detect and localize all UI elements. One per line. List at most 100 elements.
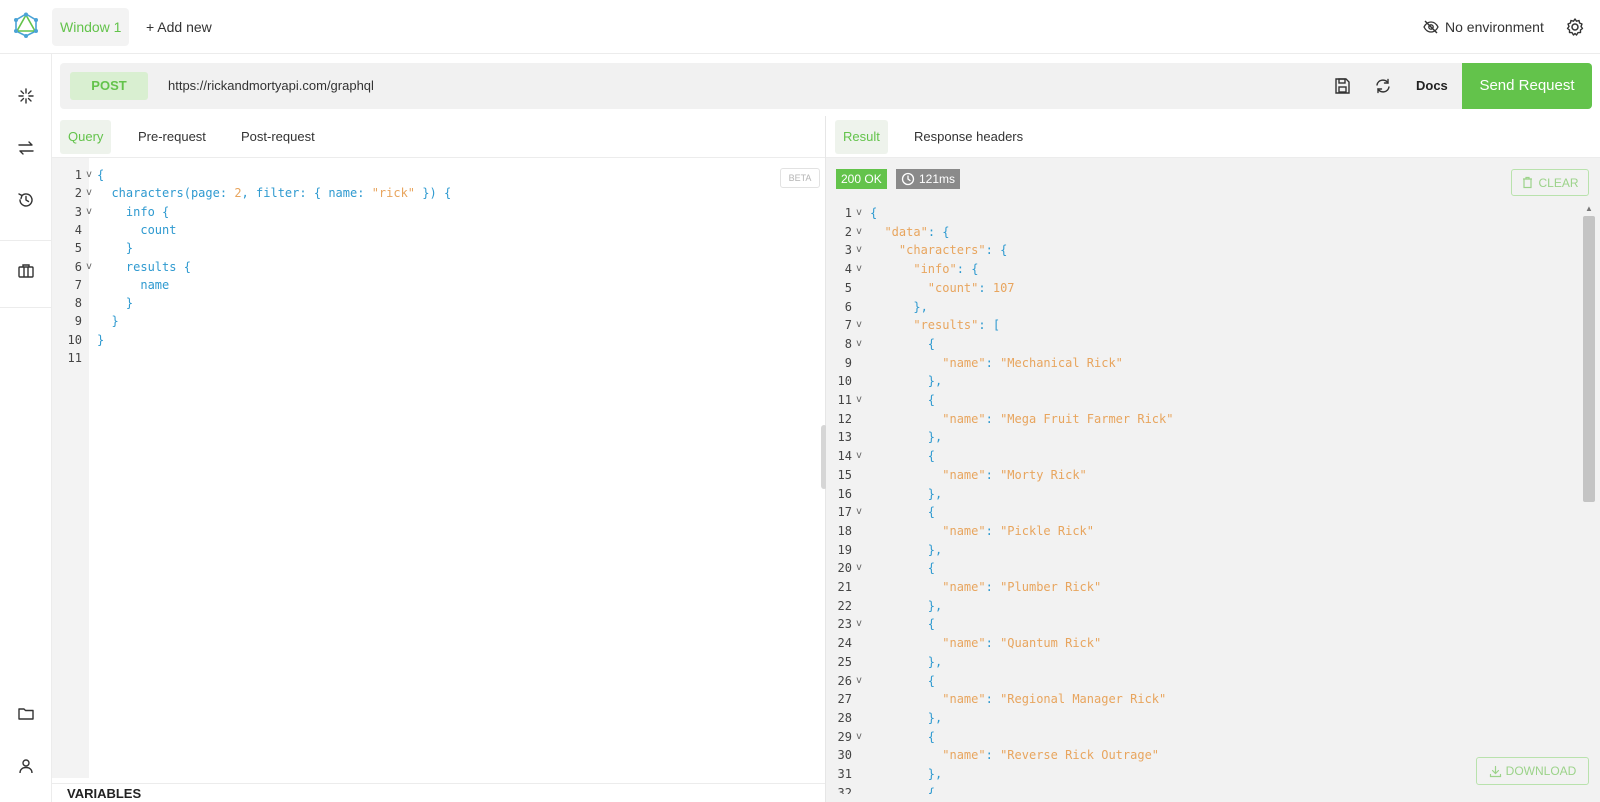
tab-pre-request[interactable]: Pre-request (138, 129, 206, 144)
tab-response-headers[interactable]: Response headers (914, 129, 1024, 144)
swap-icon[interactable] (16, 138, 36, 158)
result-line: 21 "name": "Plumber Rick" (830, 578, 1570, 596)
fold-toggle-icon[interactable]: v (856, 730, 863, 742)
clear-button[interactable]: CLEAR (1511, 169, 1589, 196)
line-number: 7 (844, 318, 852, 333)
beta-badge[interactable]: BETA (780, 168, 820, 188)
top-bar: Window 1 + Add new No environment (0, 0, 1600, 54)
method-selector[interactable]: POST (70, 72, 148, 100)
result-line: 25 }, (830, 653, 1570, 671)
line-number: 32 (837, 785, 852, 794)
fold-toggle-icon[interactable]: v (856, 244, 863, 256)
add-new-window-button[interactable]: + Add new (146, 19, 212, 35)
result-line-text: }, (927, 430, 943, 445)
result-line-text: { (870, 206, 878, 220)
query-line: 4 count (60, 221, 820, 239)
send-request-button[interactable]: Send Request (1462, 63, 1592, 109)
sparkle-icon[interactable] (16, 86, 36, 106)
fold-toggle-icon[interactable]: v (86, 187, 93, 199)
fold-toggle-icon[interactable]: v (856, 263, 863, 275)
line-number: 17 (837, 505, 852, 520)
url-input[interactable]: https://rickandmortyapi.com/graphql (168, 78, 374, 93)
fold-toggle-icon[interactable]: v (86, 169, 93, 180)
result-line-text: "name": "Regional Manager Rick" (942, 692, 1167, 707)
fold-toggle-icon[interactable]: v (86, 205, 93, 217)
result-line-text: "name": "Reverse Rick Outrage" (942, 748, 1160, 763)
line-number: 10 (837, 374, 852, 389)
download-label: DOWNLOAD (1505, 764, 1577, 778)
scroll-up-arrow[interactable]: ▲ (1585, 204, 1593, 213)
fold-toggle-icon[interactable]: v (856, 618, 863, 630)
line-number: 13 (837, 430, 852, 445)
query-line-text: results { (125, 259, 191, 274)
line-number: 28 (837, 710, 852, 725)
fold-toggle-icon[interactable]: v (856, 450, 863, 462)
fold-toggle-icon[interactable]: v (856, 319, 863, 331)
response-time-value: 121ms (919, 172, 956, 186)
tab-result[interactable]: Result (835, 120, 888, 154)
response-time-badge: 121ms (896, 169, 961, 189)
result-line: 27 "name": "Regional Manager Rick" (830, 690, 1570, 708)
result-line: 12 "name": "Mega Fruit Farmer Rick" (830, 410, 1570, 428)
result-line-text: { (927, 673, 936, 688)
fold-toggle-icon[interactable]: v (856, 562, 863, 574)
line-number: 12 (837, 411, 852, 426)
result-line-text: }, (913, 299, 928, 314)
query-line: 5 } (60, 239, 820, 257)
request-bar: POST https://rickandmortyapi.com/graphql… (60, 63, 1592, 109)
clock-icon (901, 172, 915, 186)
line-number: 30 (837, 748, 852, 763)
result-tabs: Result Response headers (826, 116, 1600, 158)
tab-post-request[interactable]: Post-request (241, 129, 315, 144)
window-tab[interactable]: Window 1 (52, 8, 130, 46)
history-icon[interactable] (16, 190, 36, 210)
line-number: 3 (844, 243, 852, 258)
fold-toggle-icon[interactable]: v (856, 506, 863, 518)
refresh-icon[interactable] (1373, 76, 1393, 96)
fold-toggle-icon[interactable]: v (856, 394, 863, 405)
result-line-text: }, (927, 767, 943, 781)
docs-button[interactable]: Docs (1416, 78, 1448, 93)
result-scrollbar[interactable] (1583, 216, 1595, 502)
query-line-text: characters(page: 2, filter: { name: "ric… (111, 186, 452, 201)
folder-icon[interactable] (16, 704, 36, 724)
line-number: 1 (844, 206, 852, 220)
result-line-text: "data": { (884, 224, 950, 239)
result-line: 5 "count": 107 (830, 279, 1570, 297)
query-line-text: { (97, 168, 105, 182)
result-line-text: "characters": { (898, 243, 1008, 258)
briefcase-icon[interactable] (16, 261, 36, 281)
query-line-text: } (125, 296, 134, 311)
line-number: 2 (74, 186, 82, 201)
environment-selector[interactable]: No environment (1423, 8, 1544, 46)
query-line-text: count (140, 222, 177, 237)
graphql-logo-icon[interactable] (13, 12, 39, 38)
query-line: 8 } (60, 294, 820, 312)
download-button[interactable]: DOWNLOAD (1476, 757, 1589, 785)
gear-icon[interactable] (1565, 17, 1585, 37)
tab-query[interactable]: Query (60, 120, 112, 154)
line-number: 23 (837, 617, 852, 632)
fold-toggle-icon[interactable]: v (856, 225, 863, 237)
line-number: 18 (837, 523, 852, 538)
variables-panel-toggle[interactable]: VARIABLES (52, 783, 825, 802)
line-number: 20 (837, 561, 852, 576)
save-icon[interactable] (1332, 76, 1352, 96)
pane-resize-handle[interactable] (821, 425, 827, 489)
line-number: 7 (74, 277, 82, 292)
query-line-text: } (125, 241, 134, 256)
fold-toggle-icon[interactable]: v (856, 207, 863, 218)
fold-toggle-icon[interactable]: v (856, 337, 863, 349)
line-number: 9 (74, 314, 82, 329)
user-icon[interactable] (16, 756, 36, 776)
result-line-text: "name": "Morty Rick" (942, 467, 1087, 482)
fold-toggle-icon[interactable]: v (86, 260, 93, 272)
fold-toggle-icon[interactable]: v (856, 674, 863, 686)
line-number: 3 (74, 204, 82, 219)
